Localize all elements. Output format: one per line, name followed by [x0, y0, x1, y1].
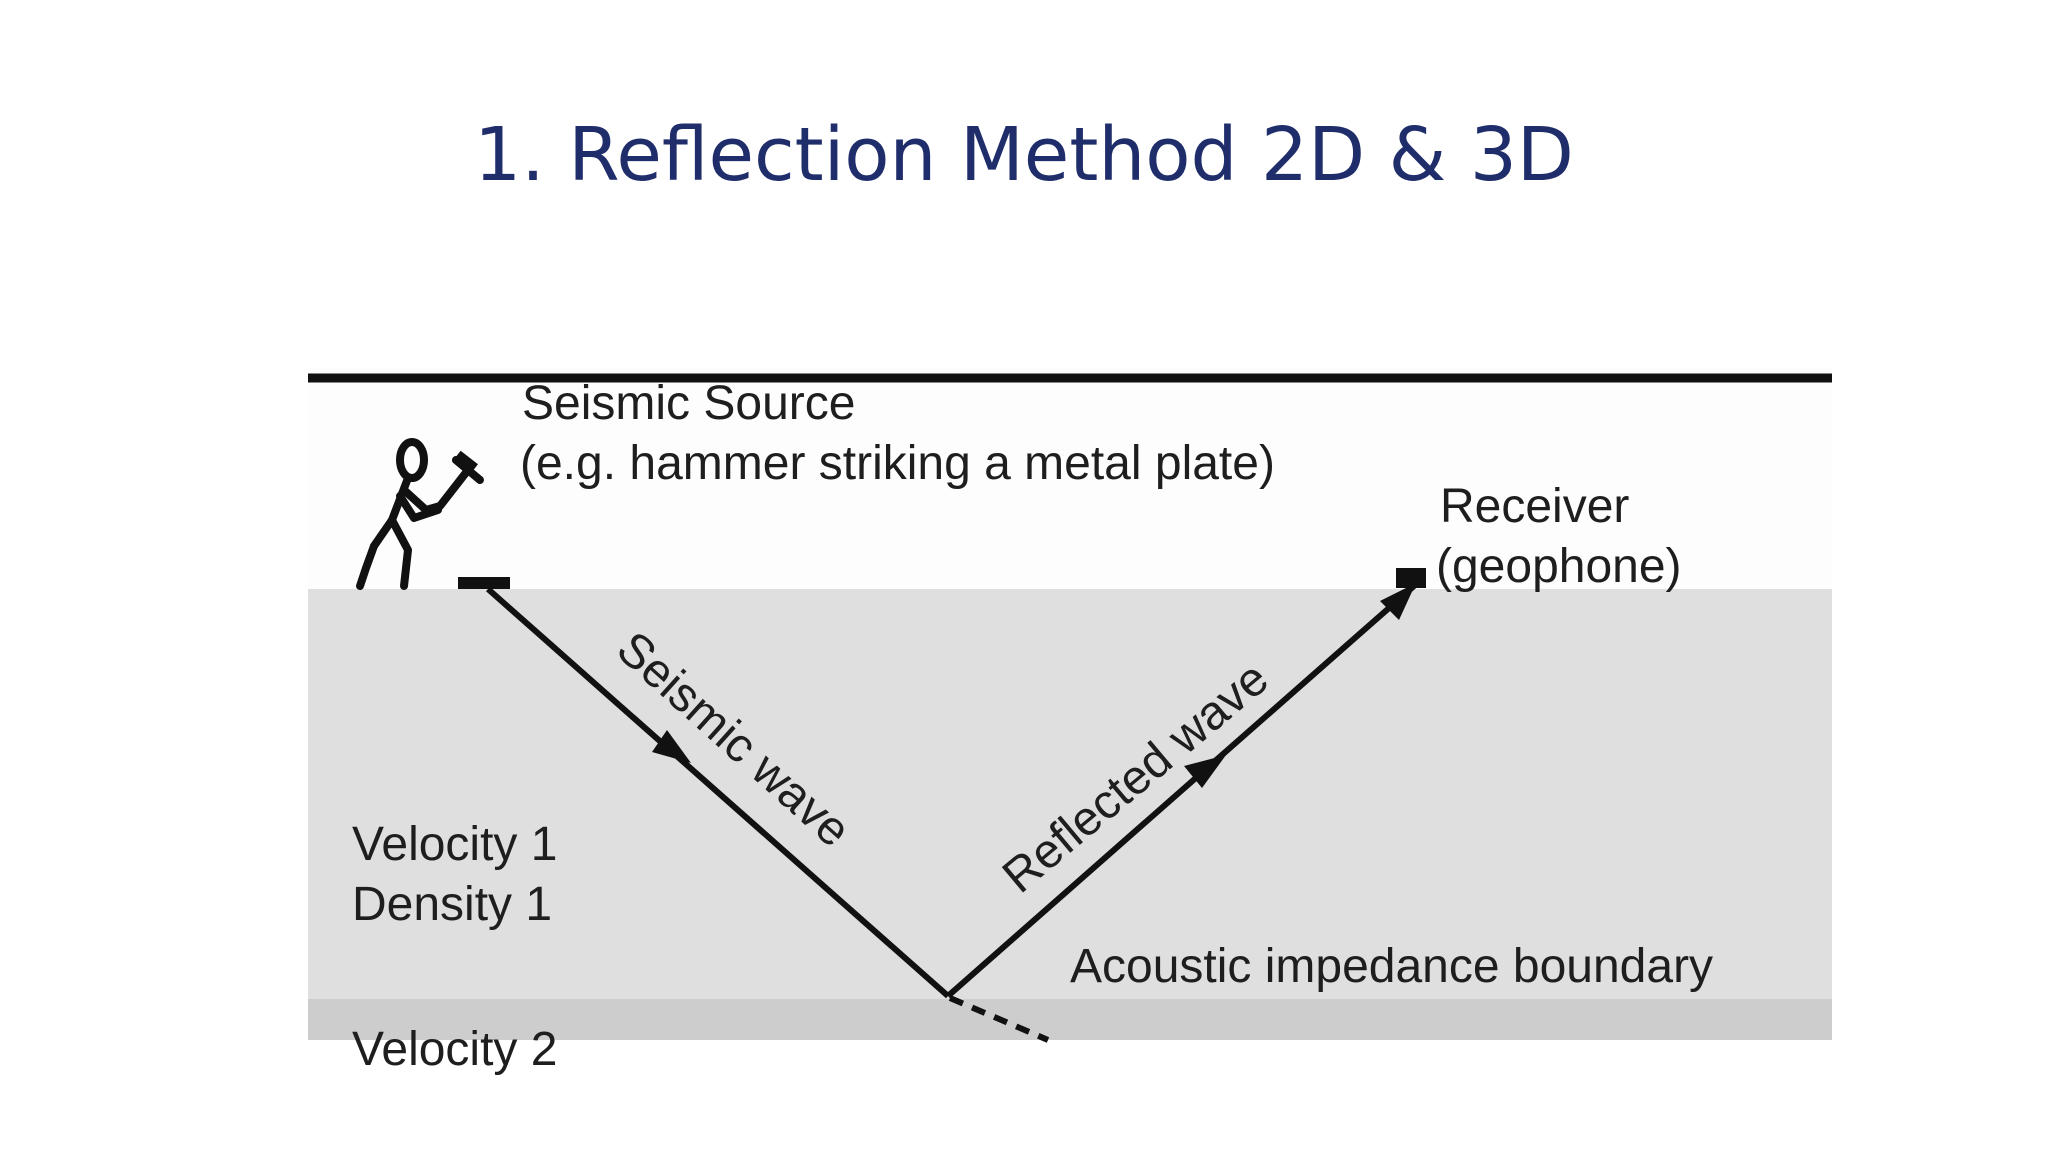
reflected-wave-arrow: [1184, 755, 1226, 788]
layer-1: [308, 589, 1832, 999]
transmitted-wave-ray: [948, 995, 1050, 1043]
metal-plate-icon: [458, 577, 510, 589]
source-label-line2: (e.g. hammer striking a metal plate): [520, 437, 1275, 490]
diagram-canvas: Seismic Source (e.g. hammer striking a m…: [308, 373, 1832, 1076]
person-with-hammer-icon: [356, 438, 484, 590]
incident-wave-arrow: [652, 730, 691, 763]
receiver-label-line1: Receiver: [1440, 480, 1629, 533]
layer1-label-line1: Velocity 1: [352, 818, 557, 871]
hammer-head: [452, 450, 478, 476]
reflected-wave-ray: [946, 583, 1416, 999]
layer1-label-line2: Density 1: [352, 878, 552, 931]
source-label-line1: Seismic Source: [522, 377, 855, 430]
slide-title: 1. Reflection Method 2D & 3D: [474, 112, 1574, 198]
incident-wave-ray: [486, 586, 950, 999]
layer2-label: Velocity 2: [352, 1023, 557, 1076]
geophone-icon: [1396, 568, 1426, 588]
layer-2: [308, 999, 1832, 1040]
reflection-method-diagram: Seismic Source (e.g. hammer striking a m…: [308, 368, 1832, 1076]
receiver-label-line2: (geophone): [1436, 540, 1682, 593]
boundary-label: Acoustic impedance boundary: [1070, 940, 1713, 993]
receiver-arrow-head: [1380, 583, 1416, 620]
